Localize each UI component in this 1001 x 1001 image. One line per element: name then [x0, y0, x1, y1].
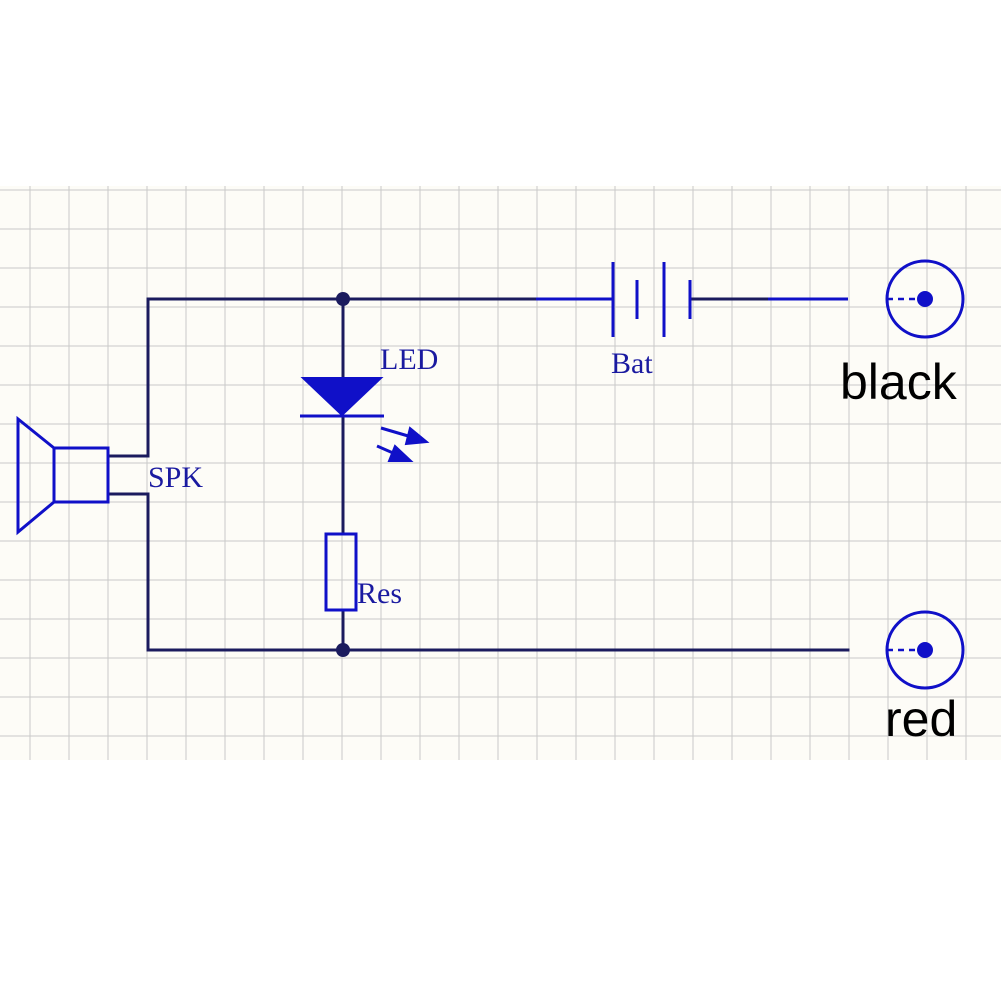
- battery-symbol: [611, 262, 692, 337]
- grid-background: [0, 186, 1001, 760]
- terminal-black-label: black: [840, 354, 958, 410]
- terminal-black: [885, 259, 965, 339]
- terminal-black-dot: [917, 291, 933, 307]
- led-arrow-2-head: [387, 444, 414, 462]
- terminal-red-label: red: [885, 691, 957, 747]
- wire-bottom: [106, 492, 850, 652]
- led-label: LED: [380, 343, 438, 376]
- speaker-cone: [16, 415, 56, 536]
- junction-bottom: [336, 643, 350, 657]
- battery-label: Bat: [611, 347, 653, 380]
- led-arrow-1-head: [404, 426, 430, 446]
- resistor-symbol: [324, 532, 358, 612]
- resistor-label: Res: [357, 577, 402, 610]
- led-symbol: [300, 377, 430, 462]
- terminal-red: [885, 610, 965, 690]
- speaker-symbol: [16, 415, 110, 536]
- speaker-label: SPK: [148, 461, 203, 494]
- junction-top: [336, 292, 350, 306]
- led-triangle: [300, 377, 384, 417]
- terminal-red-dot: [917, 642, 933, 658]
- grid: [0, 186, 1001, 760]
